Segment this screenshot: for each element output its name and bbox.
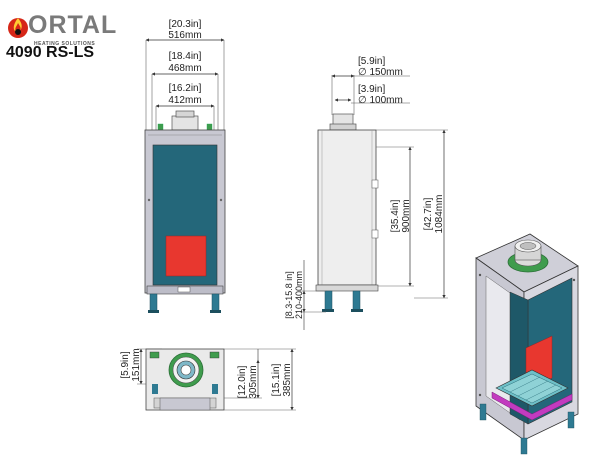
front-dim-outer-mm: 516mm xyxy=(168,30,201,41)
flame-icon xyxy=(8,18,28,38)
side-view: [5.9in] ∅ 150mm [3.9in] ∅ 100mm xyxy=(284,56,448,330)
side-dim-flue-outer-mm: ∅ 150mm xyxy=(358,67,403,78)
side-dim-legs-in: [8.3-15.8 in] xyxy=(284,271,294,319)
side-dim-glass-height-mm: 900mm xyxy=(401,199,412,232)
front-dim-inner-mm: 412mm xyxy=(168,95,201,106)
top-dim-depth-inner-in: [12.0in] xyxy=(237,365,248,398)
front-dim-mid-mm: 468mm xyxy=(168,63,201,74)
front-dim-mid-in: [18.4in] xyxy=(169,51,202,62)
side-dim-flue-inner-in: [3.9in] xyxy=(358,84,385,95)
side-dim-total-height-mm: 1084mm xyxy=(434,195,445,234)
top-dim-depth-inner-mm: 305mm xyxy=(248,365,259,398)
top-dim-flue-offset-in: [5.9in] xyxy=(120,351,131,378)
front-dim-outer-in: [20.3in] xyxy=(169,19,202,30)
top-dim-depth-outer-in: [15.1in] xyxy=(271,363,282,396)
side-dim-flue-inner-mm: ∅ 100mm xyxy=(358,95,403,106)
brand-logo: ORTAL HEATING SOLUTIONS xyxy=(6,10,136,70)
isometric-view xyxy=(475,233,579,455)
side-dim-legs-mm: 210-400mm xyxy=(294,271,304,319)
side-dim-total-height-in: [42.7in] xyxy=(423,197,434,230)
side-dim-flue-outer-in: [5.9in] xyxy=(358,56,385,67)
brand-tagline: HEATING SOLUTIONS xyxy=(34,41,96,47)
top-view: [5.9in] 151mm [12.0in] xyxy=(120,348,296,411)
front-view: [20.3in] 516mm [18.4in] 468mm [16.2in] 4… xyxy=(144,19,226,313)
model-number: 4090 RS-LS xyxy=(6,44,95,61)
top-dim-flue-offset-mm: 151mm xyxy=(131,348,142,381)
side-dim-glass-height-in: [35.4in] xyxy=(390,199,401,232)
top-dim-depth-outer-mm: 385mm xyxy=(282,363,293,396)
brand-name: ORTAL xyxy=(28,11,118,39)
front-dim-inner-in: [16.2in] xyxy=(169,83,202,94)
